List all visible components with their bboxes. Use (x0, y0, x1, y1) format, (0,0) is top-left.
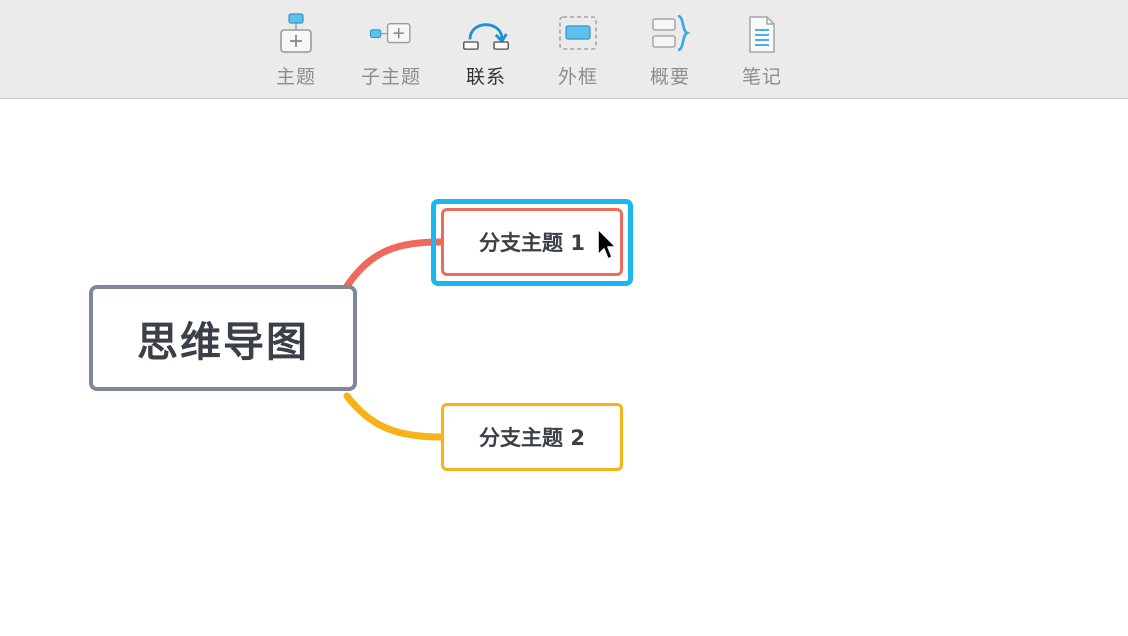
selection-frame (431, 199, 633, 286)
mindmap-canvas[interactable]: 思维导图 分支主题 1 分支主题 2 (0, 99, 1128, 636)
boundary-label: 外框 (557, 66, 598, 88)
branch-topic-2[interactable]: 分支主题 2 (441, 403, 623, 471)
connector-branch-2 (343, 392, 446, 441)
branch-connectors (343, 238, 446, 441)
connector-branch-1 (343, 238, 446, 290)
topic-icon (280, 13, 312, 53)
topic-label: 主题 (275, 66, 316, 88)
relationship-icon (463, 23, 509, 50)
notes-label: 笔记 (741, 66, 782, 88)
mouse-cursor-icon (597, 228, 617, 260)
subtopic-label: 子主题 (360, 66, 421, 88)
relationship-label: 联系 (465, 66, 506, 88)
subtopic-button[interactable]: 子主题 (351, 12, 431, 92)
boundary-button[interactable]: 外框 (538, 12, 618, 92)
boundary-icon (559, 16, 597, 50)
relationship-button[interactable]: 联系 (446, 12, 526, 92)
toolbar: 主题 子主题 联系 (0, 0, 1128, 99)
central-topic[interactable]: 思维导图 (89, 285, 357, 391)
topic-button[interactable]: 主题 (256, 12, 336, 92)
branch-topic-1[interactable]: 分支主题 1 (441, 208, 623, 276)
notes-icon (749, 16, 775, 53)
summary-button[interactable]: 概要 (630, 12, 710, 92)
notes-button[interactable]: 笔记 (722, 12, 802, 92)
subtopic-icon (369, 23, 411, 44)
summary-icon (652, 14, 691, 52)
summary-label: 概要 (649, 66, 690, 88)
